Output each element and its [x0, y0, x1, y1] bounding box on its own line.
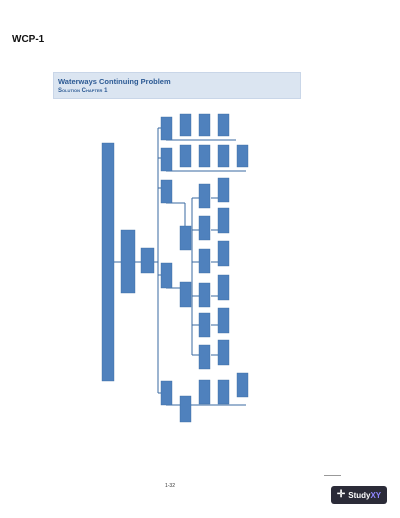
- org-box: [198, 113, 211, 137]
- org-box: [217, 379, 230, 405]
- org-box: [179, 225, 192, 251]
- org-box: [217, 113, 230, 137]
- solution-banner: Waterways Continuing Problem Solution Ch…: [53, 72, 301, 99]
- org-box: [160, 147, 173, 172]
- org-box: [160, 380, 173, 406]
- org-box: [179, 144, 192, 168]
- org-box-root: [101, 142, 115, 382]
- org-box: [198, 379, 211, 405]
- plus-icon: ✛: [336, 489, 346, 500]
- org-box: [236, 144, 249, 168]
- org-box: [217, 207, 230, 234]
- org-box: [198, 312, 211, 338]
- banner-title: Waterways Continuing Problem: [58, 77, 171, 86]
- org-box: [198, 183, 211, 209]
- org-box: [198, 344, 211, 370]
- page-number: 1-32: [164, 483, 175, 489]
- org-box: [236, 372, 249, 398]
- org-box: [217, 274, 230, 301]
- org-box: [217, 240, 230, 267]
- org-box: [160, 262, 173, 289]
- org-box: [198, 282, 211, 308]
- org-box: [179, 113, 192, 137]
- brand-name-b: XY: [370, 490, 382, 500]
- banner-subtitle: Solution Chapter 1: [58, 88, 108, 94]
- org-box: [198, 144, 211, 168]
- page-heading: WCP-1: [12, 34, 45, 45]
- org-box: [179, 395, 192, 423]
- org-box: [217, 339, 230, 366]
- org-box: [198, 215, 211, 241]
- org-box: [198, 248, 211, 274]
- org-box: [217, 144, 230, 168]
- org-box: [160, 116, 173, 141]
- divider: [324, 475, 341, 476]
- org-box: [179, 281, 192, 308]
- org-box: [217, 307, 230, 334]
- brand-name-a: Study: [348, 490, 371, 500]
- org-box-level1: [120, 229, 136, 294]
- org-box-level2: [140, 247, 155, 274]
- org-box: [160, 179, 173, 204]
- org-box: [217, 177, 230, 203]
